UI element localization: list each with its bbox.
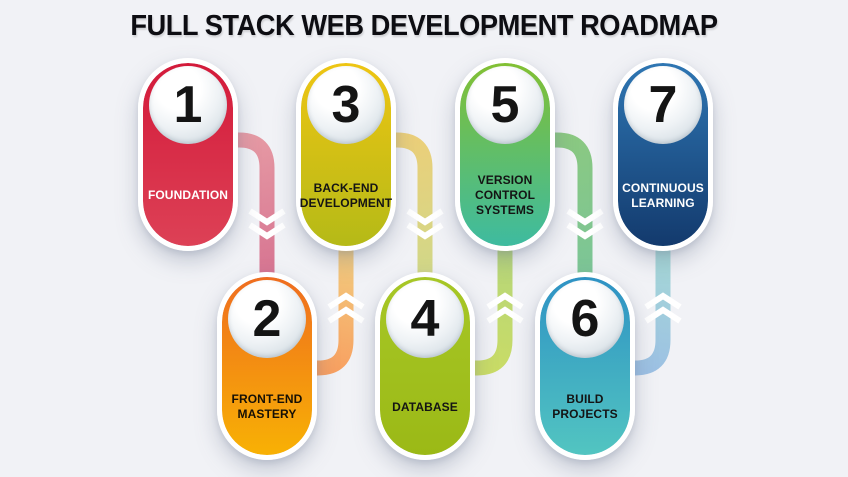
chevron-up-icon [486, 306, 524, 324]
chevron-up-icon [644, 306, 682, 324]
step-number: 2 [252, 290, 282, 348]
step-number: 3 [331, 76, 361, 134]
chevron-up-icon [644, 292, 682, 310]
page-title: FULL STACK WEB DEVELOPMENT ROADMAP [130, 10, 718, 42]
step-number: 5 [490, 76, 520, 134]
step-number-circle: 2 [228, 280, 306, 358]
step-pill-1-foundation: 1 FOUNDATION [138, 58, 238, 251]
step-number-circle: 4 [386, 280, 464, 358]
chevron-down-icon [406, 208, 444, 226]
step-number-circle: 6 [546, 280, 624, 358]
chevron-down-icon [248, 208, 286, 226]
step-label: VERSION CONTROL SYSTEMS [474, 173, 536, 217]
step-pill-3-back-end-development: 3 BACK-END DEVELOPMENT [296, 58, 396, 251]
step-number-circle: 5 [466, 66, 544, 144]
step-number-circle: 3 [307, 66, 385, 144]
step-pill-5-version-control-systems: 5 VERSION CONTROL SYSTEMS [455, 58, 555, 251]
step-pill-6-build-projects: 6 BUILD PROJECTS [535, 272, 635, 460]
connector-3-4-line [388, 132, 433, 300]
chevron-down-icon [566, 208, 604, 226]
step-number: 6 [570, 290, 600, 348]
chevron-down-icon [248, 222, 286, 240]
step-pill-4-database: 4 DATABASE [375, 272, 475, 460]
step-label: FOUNDATION [147, 188, 229, 202]
chevron-up-icon [327, 292, 365, 310]
connector-2-3-line [309, 230, 354, 376]
connector-4-5-line [467, 230, 513, 376]
step-label: BUILD PROJECTS [552, 392, 618, 421]
step-number-circle: 1 [149, 66, 227, 144]
step-label: DATABASE [392, 399, 458, 414]
connector-1-2-line [230, 132, 275, 300]
step-number: 4 [410, 290, 440, 348]
step-number-circle: 7 [624, 66, 702, 144]
step-pill-7-continuous-learning: 7 CONTINUOUS LEARNING [613, 58, 713, 251]
chevron-up-icon [327, 306, 365, 324]
connector-6-7-line [627, 230, 671, 376]
step-label: BACK-END DEVELOPMENT [299, 180, 393, 210]
step-number: 1 [173, 76, 203, 134]
step-pill-2-front-end-mastery: 2 FRONT-END MASTERY [217, 272, 317, 460]
step-label: FRONT-END MASTERY [231, 392, 303, 421]
chevron-up-icon [486, 292, 524, 310]
step-number: 7 [648, 76, 678, 134]
step-label: CONTINUOUS LEARNING [622, 180, 704, 210]
chevron-down-icon [406, 222, 444, 240]
connector-5-6-line [547, 132, 593, 300]
chevron-down-icon [566, 222, 604, 240]
